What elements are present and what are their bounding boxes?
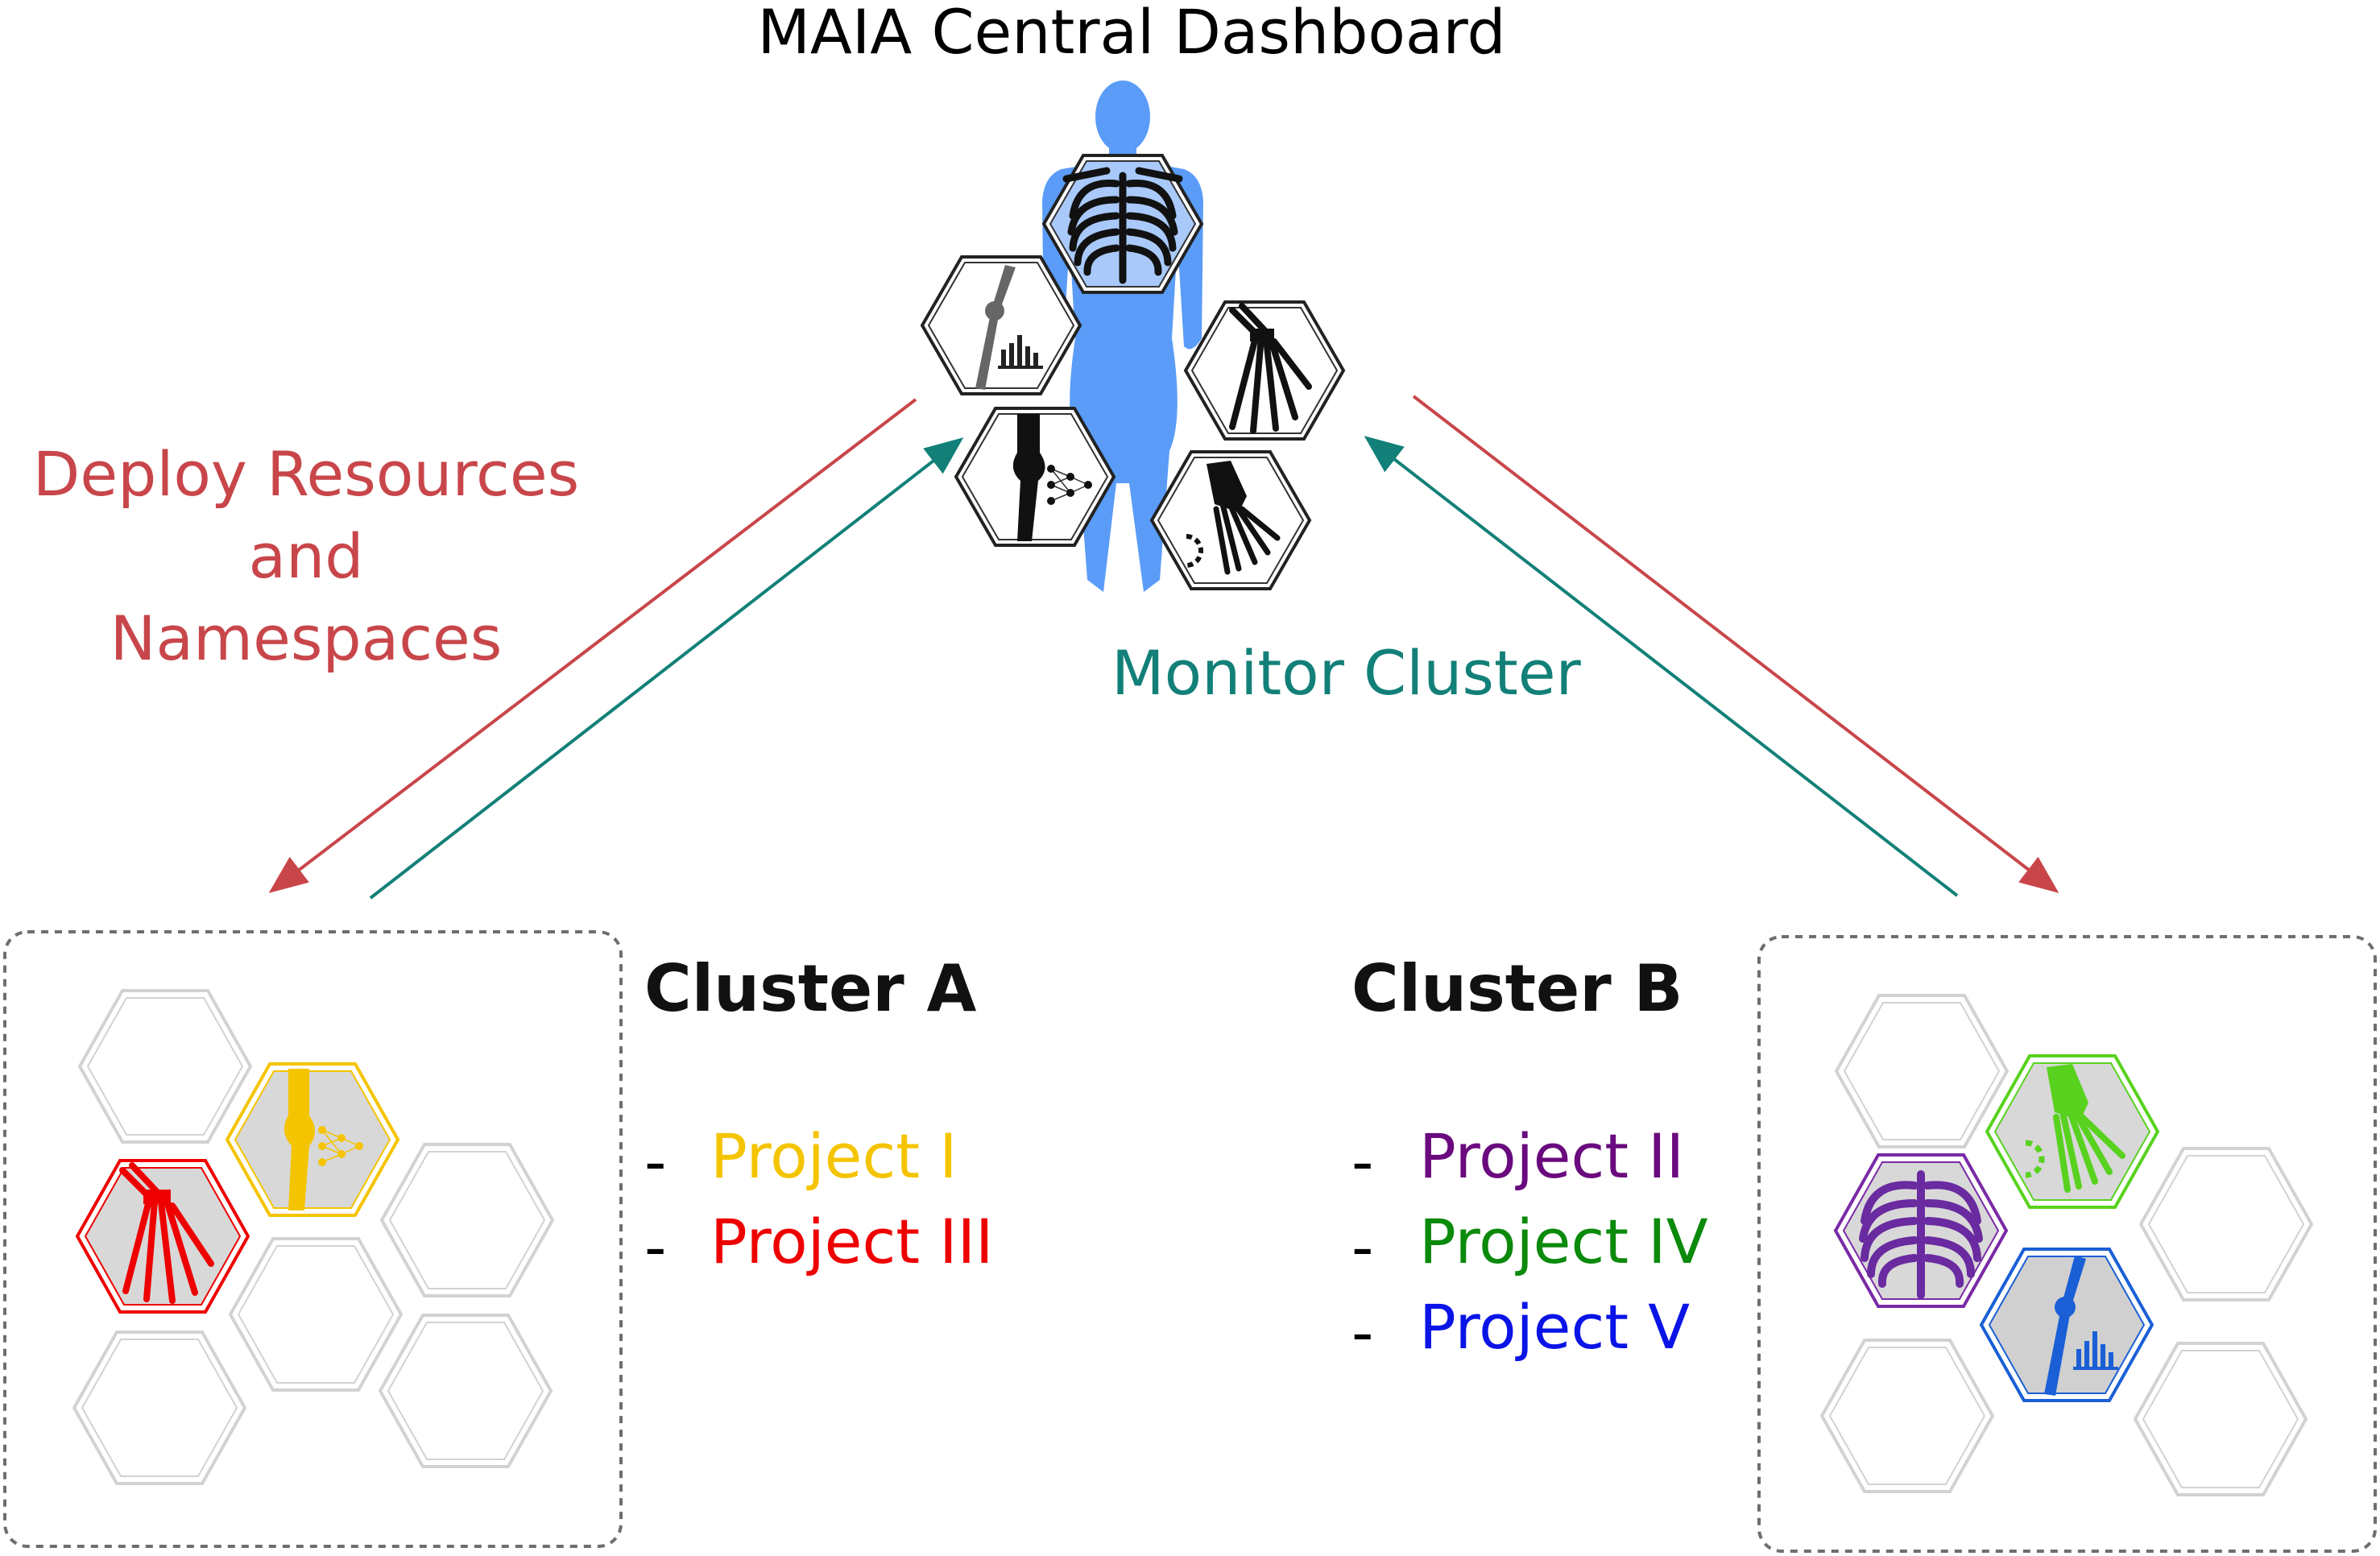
ribcage-icon <box>1859 1170 1983 1299</box>
cluster-b-hex-grid <box>1819 994 2314 1496</box>
list-bullet: - <box>1351 1211 1374 1283</box>
empty-hexagon <box>228 1237 404 1392</box>
cluster-b-box <box>1757 935 2377 1553</box>
list-bullet: - <box>644 1126 667 1198</box>
arm-chart-hexagon <box>920 255 1082 395</box>
deploy-resources-label: Deploy Resources and Namespaces <box>0 433 612 680</box>
foot-bones-loading-icon <box>2025 1064 2125 1193</box>
deploy-label-line: and <box>248 520 364 592</box>
empty-hexagon <box>2133 1342 2308 1496</box>
knee-neural-net-icon <box>1012 414 1092 541</box>
deploy-arrow-right <box>1412 395 2059 893</box>
project-i-hexagon <box>225 1062 400 1217</box>
arm-bone-chart-icon <box>975 265 1043 390</box>
hand-bones-icon <box>1229 303 1312 434</box>
cluster-b-title: Cluster B <box>1351 951 1683 1026</box>
deploy-label-line: Deploy Resources <box>32 438 580 510</box>
project-iii-hexagon <box>75 1159 250 1314</box>
monitor-arrow-right <box>1364 436 1959 897</box>
project-label: Project V <box>1419 1291 1691 1363</box>
empty-hexagon <box>379 1143 555 1297</box>
project-iv-hexagon <box>1985 1054 2160 1209</box>
project-label: Project I <box>710 1120 958 1192</box>
deploy-arrow-left <box>268 398 917 893</box>
cluster-a-box <box>3 930 623 1548</box>
empty-hexagon <box>378 1314 553 1468</box>
project-v-hexagon <box>1979 1248 2154 1402</box>
dashboard-title: MAIA Central Dashboard <box>757 0 1506 68</box>
foot-hexagon <box>1149 450 1312 590</box>
list-bullet: - <box>1351 1126 1374 1198</box>
monitor-arrow-left <box>369 437 964 900</box>
project-label: Project II <box>1419 1120 1685 1192</box>
empty-hexagon <box>72 1330 247 1485</box>
empty-hexagon <box>1819 1339 1995 1493</box>
hand-bones-icon <box>119 1162 214 1304</box>
project-label: Project III <box>710 1206 994 1277</box>
monitor-cluster-label: Monitor Cluster <box>1111 637 1581 709</box>
arm-bone-chart-icon <box>2044 1256 2118 1396</box>
knee-network-hexagon <box>954 407 1116 547</box>
foot-bones-loading-icon <box>1186 461 1281 575</box>
list-bullet: - <box>644 1211 667 1283</box>
knee-neural-net-icon <box>284 1069 363 1210</box>
project-label: Project IV <box>1419 1206 1708 1277</box>
empty-hexagon <box>1834 994 2010 1148</box>
cluster-a-hex-grid <box>72 989 555 1485</box>
empty-hexagon <box>2138 1147 2314 1301</box>
ribcage-icon <box>1062 167 1183 284</box>
ribcage-hexagon <box>1041 154 1204 294</box>
list-bullet: - <box>1351 1297 1374 1368</box>
hand-hexagon <box>1183 300 1346 441</box>
deploy-label-line: Namespaces <box>110 602 503 674</box>
empty-hexagon <box>77 989 253 1144</box>
project-ii-hexagon <box>1833 1153 2009 1308</box>
cluster-a-title: Cluster A <box>644 951 977 1026</box>
